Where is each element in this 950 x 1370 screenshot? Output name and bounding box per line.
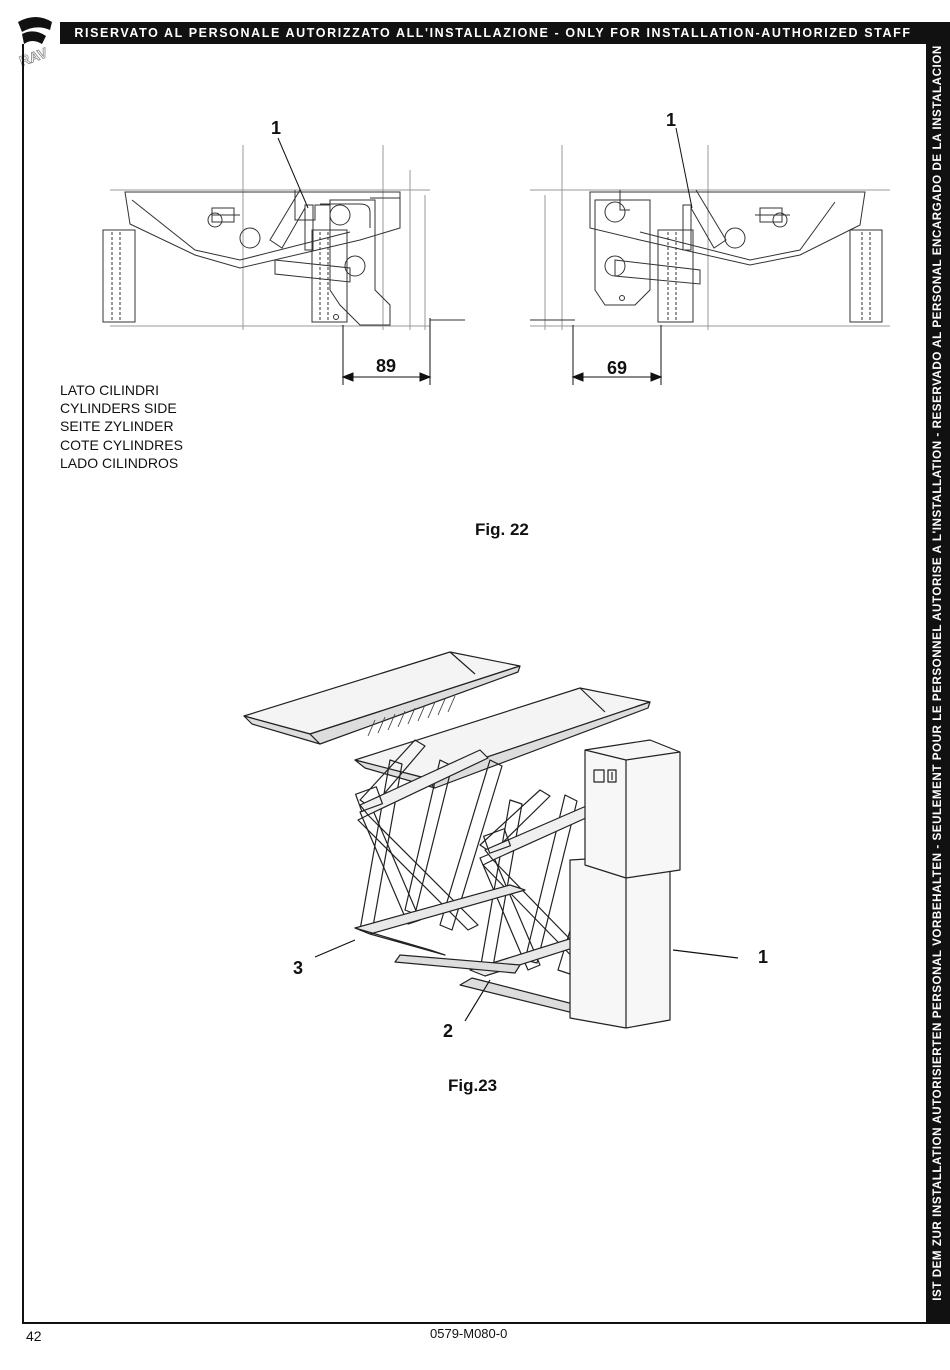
side-banner-text: IST DEM ZUR INSTALLATION AUTORISIERTEN P… [931,45,944,1301]
caption-line: LATO CILINDRI [60,382,160,398]
fig22-callout-left: 1 [271,118,281,138]
fig22-right-assembly [530,145,890,330]
fig22-dimension-right: 69 [607,358,627,378]
fig22-dimension-left: 89 [376,356,396,376]
caption-line: CYLINDERS SIDE [60,400,177,417]
header-banner: RISERVATO AL PERSONALE AUTORIZZATO ALL'I… [60,22,926,44]
caption-line: SEITE ZYLINDER [60,418,174,435]
caption-line: COTE CYLINDRES [60,436,183,453]
fig23-drawing: 1 2 3 [243,651,768,1041]
fig23-callout-1: 1 [758,947,768,967]
fig22-callout-right: 1 [666,110,676,130]
fig22-label: Fig. 22 [475,520,529,539]
document-code: 0579-M080-0 [430,1326,508,1341]
brand-logo: RAV [17,17,52,66]
page-number: 42 [26,1328,42,1344]
fig23-callout-3: 3 [293,958,303,978]
side-banner-bar [926,22,950,1324]
page-frame-bottom [22,1322,928,1324]
caption-line: LADO CILINDROS [60,454,179,471]
fig23-label: Fig.23 [448,1076,498,1095]
page-frame-left [22,44,24,1324]
fig22-drawing: 1 1 89 69 [102,110,890,385]
fig23-callout-2: 2 [443,1021,453,1041]
fig22-left-assembly [102,145,465,330]
cylinders-side-caption: LATO CILINDRI CYLINDERS SIDE SEITE ZYLIN… [60,381,183,472]
